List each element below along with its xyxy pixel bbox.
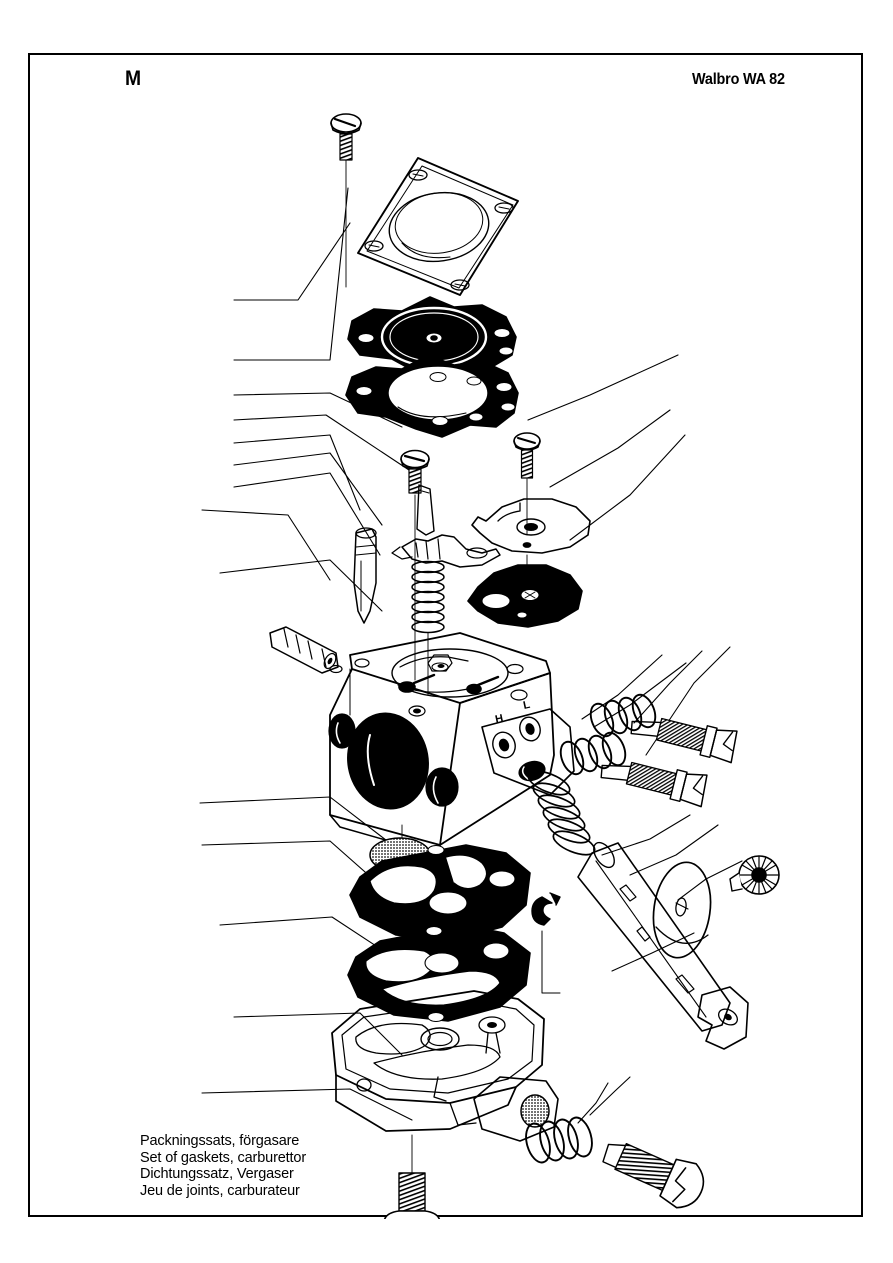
caption-line-english: Set of gaskets, carburettor [140,1149,307,1166]
part-metering-diaphragm-cover [357,157,519,296]
part-inlet-screen-filter [369,837,431,873]
part-low-speed-mixture-needle [600,761,708,808]
caption-line-swedish: Packningssats, förgasare [140,1133,300,1149]
part-choke-shutter-gasket [467,564,583,628]
part-inlet-needle-valve [353,527,377,624]
part-metering-lever-pin [416,484,435,536]
part-metering-cover-screw [330,113,362,161]
part-fuel-pump-diaphragm [349,844,531,942]
leader-lines-right [527,354,743,1124]
parts-caption-block: Packningssats, förgasare Set of gaskets,… [140,1133,306,1199]
part-high-speed-needle-spring [589,693,657,738]
part-low-speed-needle-spring [559,731,627,776]
part-fuel-pump-cover-screw [383,1172,441,1219]
part-high-speed-mixture-needle [630,717,738,764]
part-idle-adjustment-screw [602,1142,705,1209]
brand-logo-mark: M [125,67,141,90]
part-fuel-pump-body [331,990,559,1142]
caption-line-german: Dichtungssatz, Vergaser [140,1166,294,1182]
part-metering-lever-pivot-screw [400,449,430,494]
part-throttle-shaft [577,841,749,1050]
part-idle-adjustment-spring [525,1116,593,1164]
part-fuel-pump-gasket [347,924,531,1022]
carburettor-model-label: Walbro WA 82 [692,71,785,88]
caption-line-french: Jeu de joints, carburateur [140,1182,300,1199]
part-knurled-idle-screw [729,855,780,895]
part-metering-diaphragm [347,296,517,378]
part-metering-lever [391,534,501,568]
part-choke-shutter-screw [513,432,541,479]
part-throttle-disc [652,861,712,959]
part-metering-diaphragm-gasket [345,354,519,438]
leader-lines-left [199,187,413,1121]
part-metering-lever-spring [411,560,445,634]
part-throttle-return-spring [527,770,596,856]
high-speed-screw-marking: H [494,713,504,726]
exploded-parts-diagram: H L [30,55,865,1219]
low-speed-screw-marking: L [522,699,531,712]
part-fuel-inlet-nipple [269,626,339,674]
part-choke-shutter-plate [471,498,591,554]
page-border-frame: M Walbro WA 82 [28,53,865,1219]
part-carburettor-main-body: H L [328,632,575,856]
part-retaining-e-clip [531,892,561,926]
